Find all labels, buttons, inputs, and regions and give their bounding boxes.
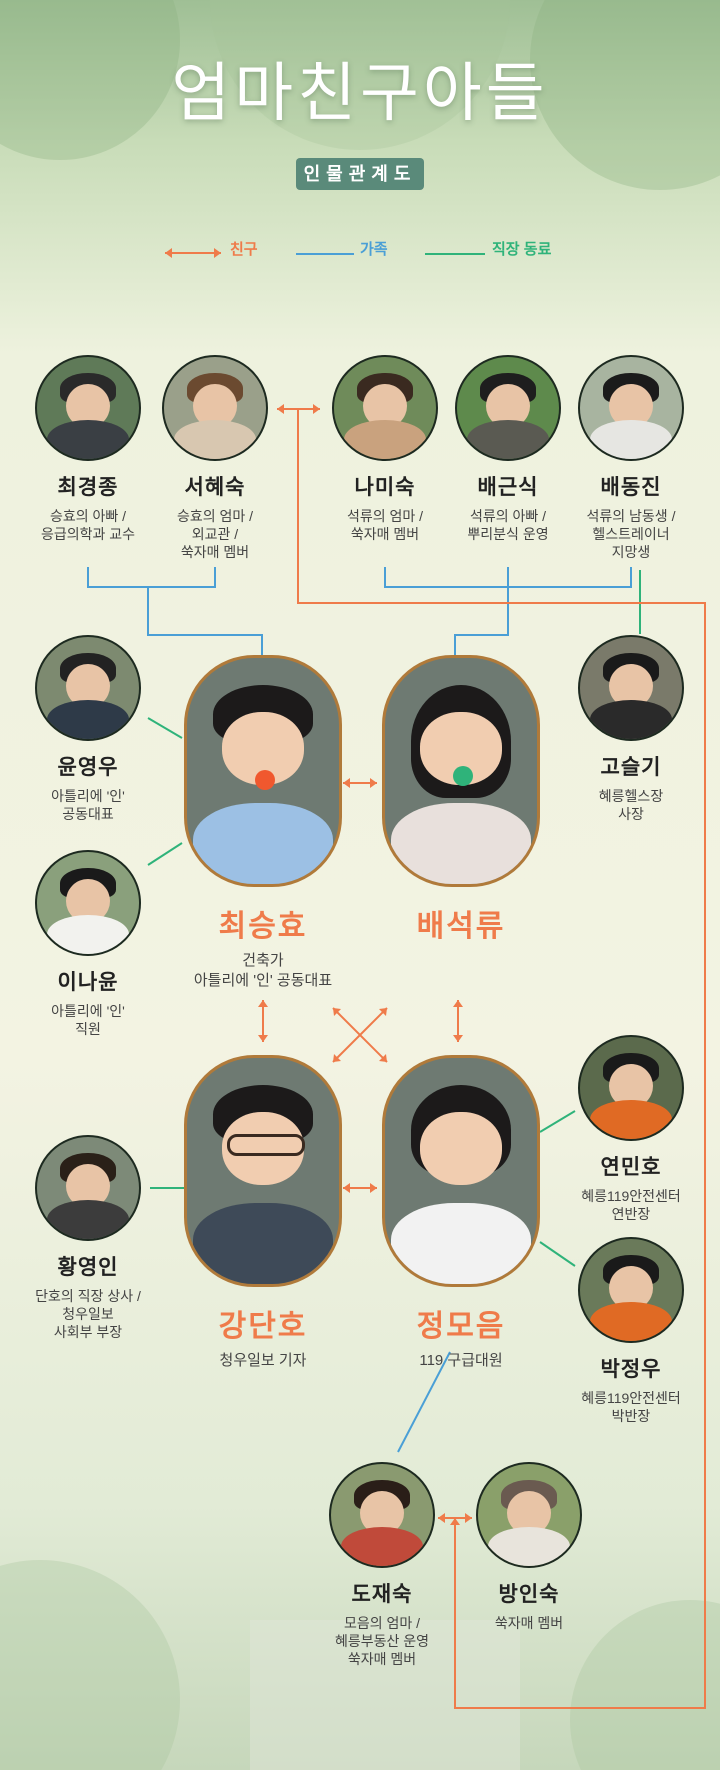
- avatar: [578, 635, 684, 741]
- main-portrait: [382, 1055, 540, 1287]
- person-desc: 아틀리에 '인'공동대표: [51, 788, 125, 822]
- person-name: 정모음: [416, 1310, 506, 1343]
- person-kang-danho[interactable]: 강단호 청우일보 기자: [180, 1055, 346, 1371]
- person-desc: 아틀리에 '인'직원: [51, 1003, 125, 1037]
- friend-legend-arrow: [165, 248, 221, 258]
- person-desc: 청우일보 기자: [219, 1352, 307, 1369]
- person-name: 서혜숙: [184, 476, 246, 499]
- main-portrait: [184, 1055, 342, 1287]
- person-name: 박정우: [600, 1358, 662, 1381]
- person-name: 방인숙: [498, 1583, 560, 1606]
- avatar: [35, 635, 141, 741]
- legend-family: 가족: [360, 241, 388, 258]
- person-name: 배근식: [477, 476, 539, 499]
- family-line-choi: [87, 567, 216, 588]
- person-bang-insuk[interactable]: 방인숙 쑥자매 멤버: [464, 1462, 594, 1632]
- family-legend-line: [296, 253, 354, 255]
- legend-friend: 친구: [230, 241, 258, 258]
- person-name: 연민호: [600, 1156, 662, 1179]
- avatar: [455, 355, 561, 461]
- person-seo-hyesuk[interactable]: 서혜숙 승효의 엄마 /외교관 /쑥자매 멤버: [150, 355, 280, 561]
- person-desc: 승효의 엄마 /외교관 /쑥자매 멤버: [176, 508, 254, 560]
- coworker-line-nayun: [147, 842, 183, 866]
- avatar: [476, 1462, 582, 1568]
- person-name: 최승효: [218, 910, 308, 943]
- person-name: 배석류: [416, 910, 506, 943]
- person-name: 나미숙: [354, 476, 416, 499]
- person-name: 최경종: [57, 476, 119, 499]
- person-name: 고슬기: [600, 756, 662, 779]
- person-name: 황영인: [57, 1256, 119, 1279]
- person-jeong-moeum[interactable]: 정모음 119 구급대원: [378, 1055, 544, 1371]
- person-name: 이나윤: [57, 971, 119, 994]
- legend-coworker: 직장 동료: [492, 241, 552, 258]
- diagram-subtitle: 인물관계도: [296, 158, 424, 190]
- coworker-legend-line: [425, 253, 485, 255]
- person-na-misuk[interactable]: 나미숙 석류의 엄마 /쑥자매 멤버: [320, 355, 450, 543]
- avatar: [578, 1237, 684, 1343]
- person-desc: 쑥자매 멤버: [494, 1615, 564, 1631]
- person-bae-geunsik[interactable]: 배근식 석류의 아빠 /뿌리분식 운영: [443, 355, 573, 543]
- person-desc: 승효의 아빠 /응급의학과 교수: [40, 508, 136, 542]
- avatar: [329, 1462, 435, 1568]
- avatar: [578, 1035, 684, 1141]
- avatar: [35, 355, 141, 461]
- person-desc: 석류의 아빠 /뿌리분식 운영: [467, 508, 549, 542]
- person-desc: 석류의 엄마 /쑥자매 멤버: [346, 508, 424, 542]
- avatar: [162, 355, 268, 461]
- person-lee-nayun[interactable]: 이나윤 아틀리에 '인'직원: [23, 850, 153, 1038]
- person-name: 윤영우: [57, 756, 119, 779]
- person-name: 강단호: [218, 1310, 308, 1343]
- person-bae-seokryu[interactable]: 배석류: [378, 655, 544, 945]
- coworker-line-yeongwoo: [147, 717, 183, 739]
- main-portrait: [382, 655, 540, 887]
- person-name: 배동진: [600, 476, 662, 499]
- person-choi-gyeongjong[interactable]: 최경종 승효의 아빠 /응급의학과 교수: [23, 355, 153, 543]
- family-line-choi-drop: [147, 587, 263, 655]
- family-line-bae-drop: [454, 567, 509, 655]
- main-portrait: [184, 655, 342, 887]
- person-name: 도재숙: [351, 1583, 413, 1606]
- page-title: 엄마친구아들: [171, 57, 549, 129]
- avatar: [578, 355, 684, 461]
- person-desc: 119 구급대원: [419, 1352, 503, 1369]
- avatar: [332, 355, 438, 461]
- avatar: [35, 1135, 141, 1241]
- person-yun-yeongwoo[interactable]: 윤영우 아틀리에 '인'공동대표: [23, 635, 153, 823]
- avatar: [35, 850, 141, 956]
